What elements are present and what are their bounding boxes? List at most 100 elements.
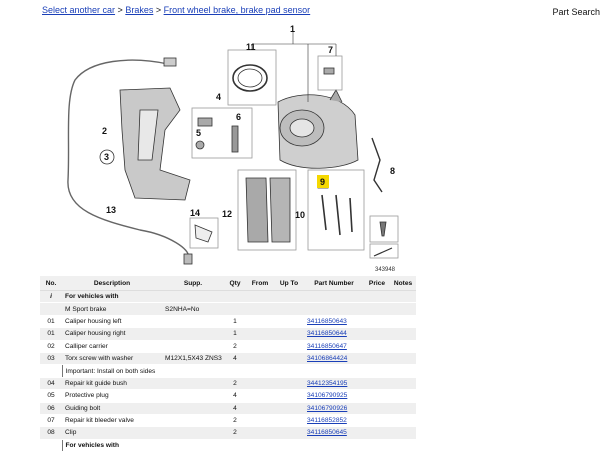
row-qty: 2 (224, 377, 246, 391)
seal-ring-shape (232, 64, 268, 92)
breadcrumb: Select another car > Brakes > Front whee… (42, 5, 310, 15)
callout-6[interactable]: 6 (236, 112, 241, 122)
guide-bush-shape (197, 117, 213, 127)
table-row: 04 Repair kit guide bush 2 34412354195 (40, 377, 416, 391)
sensor-connector (163, 57, 177, 67)
table-row: 03 Torx screw with washer M12X1,5X43 ZNS… (40, 352, 416, 366)
breadcrumb-separator: > (153, 5, 164, 15)
torx-screw-shape (379, 221, 387, 237)
group-supp: S2NHA=No (162, 302, 224, 316)
part-number-link[interactable]: 34116850643 (307, 317, 347, 325)
callout-5[interactable]: 5 (196, 128, 201, 138)
row-description: Torx screw with washer (62, 352, 162, 366)
breadcrumb-select-car-link[interactable]: Select another car (42, 5, 116, 15)
row-description: Guiding bolt (62, 402, 162, 415)
row-supp (162, 426, 224, 440)
brake-pad-left-shape (245, 177, 269, 243)
row-no: 07 (40, 414, 62, 428)
install-note: Important: Install on both sides (61, 364, 416, 378)
clip-spring-shape (371, 137, 383, 193)
col-header-price: Price (364, 276, 390, 291)
parts-diagram: 1 2 3 4 5 6 7 8 9 10 11 12 13 14 343948 (67, 24, 399, 273)
col-header-up-to: Up To (274, 276, 304, 291)
row-qty: 1 (224, 315, 246, 329)
table-row: 07 Repair kit bleeder valve 2 3411685285… (40, 414, 416, 428)
row-no: 05 (40, 389, 62, 403)
caliper-carrier-shape (119, 87, 191, 201)
col-header-notes: Notes (390, 276, 416, 291)
row-qty: 2 (224, 426, 246, 440)
row-supp (162, 377, 224, 391)
breadcrumb-brakes-link[interactable]: Brakes (125, 5, 154, 15)
bleeder-valve-shape (323, 67, 335, 75)
group-title: For vehicles with (62, 290, 162, 304)
row-supp (162, 402, 224, 415)
callout-13[interactable]: 13 (106, 205, 116, 215)
table-row: 06 Guiding bolt 4 34106790926 (40, 402, 416, 415)
part-number-link[interactable]: 34106864424 (307, 355, 348, 363)
row-description: Calliper carrier (62, 340, 162, 353)
row-supp: M12X1,5X43 ZNS3 (162, 352, 224, 366)
part-number-link[interactable]: 34106790926 (307, 404, 348, 412)
row-no: 01 (40, 315, 62, 329)
callout-7[interactable]: 7 (328, 45, 333, 55)
info-marker: i (40, 290, 62, 304)
row-qty: 4 (224, 352, 246, 366)
col-header-no: No. (40, 276, 62, 291)
row-qty: 4 (224, 402, 246, 415)
row-supp (162, 340, 224, 353)
table-row: 01 Caliper housing right 1 34116850644 (40, 327, 416, 341)
callout-2[interactable]: 2 (102, 126, 107, 136)
row-qty: 4 (224, 389, 246, 403)
row-description: Caliper housing left (62, 315, 162, 329)
diagram-reference-number: 343948 (375, 267, 396, 273)
table-header-row: No. Description Supp. Qty From Up To Par… (40, 276, 416, 291)
callout-1[interactable]: 1 (290, 24, 295, 34)
callout-10[interactable]: 10 (295, 210, 305, 220)
callout-3[interactable]: 3 (104, 152, 109, 162)
breadcrumb-separator: > (115, 5, 126, 15)
row-no: 02 (40, 340, 62, 353)
row-description: Repair kit bleeder valve (62, 414, 162, 428)
brake-pad-right-shape (269, 177, 291, 243)
part-number-link[interactable]: 34116850644 (307, 330, 347, 338)
row-no: 01 (40, 327, 62, 341)
col-header-qty: Qty (224, 276, 246, 291)
callout-4[interactable]: 4 (216, 92, 221, 102)
group-subtitle: M Sport brake (62, 302, 162, 316)
row-description: Caliper housing right (62, 327, 162, 341)
pad-sensor-shape (321, 194, 353, 236)
callout-11[interactable]: 11 (246, 42, 256, 52)
table-group-row: For vehicles with (40, 439, 416, 452)
col-header-description: Description (62, 276, 162, 291)
callout-14[interactable]: 14 (190, 208, 200, 218)
group-title: For vehicles with (61, 439, 162, 452)
protective-plug-shape (194, 224, 213, 243)
part-number-link[interactable]: 34116850645 (307, 429, 347, 437)
row-no: 08 (40, 426, 62, 440)
callout-9[interactable]: 9 (320, 177, 325, 187)
col-header-from: From (246, 276, 274, 291)
row-qty: 2 (224, 414, 246, 428)
col-header-supp: Supp. (162, 276, 224, 291)
table-row: 08 Clip 2 34116850645 (40, 426, 416, 440)
table-row: 02 Calliper carrier 2 34116850647 (40, 340, 416, 353)
part-search-link[interactable]: Part Search (552, 7, 600, 17)
table-group-row: M Sport brake S2NHA=No (40, 302, 416, 316)
part-number-link[interactable]: 34116850647 (307, 342, 347, 350)
table-note-row: Important: Install on both sides (40, 364, 416, 378)
parts-table: No. Description Supp. Qty From Up To Par… (40, 276, 416, 452)
row-qty: 1 (224, 327, 246, 341)
callout-8[interactable]: 8 (390, 166, 395, 176)
row-supp (162, 327, 224, 341)
row-description: Protective plug (62, 389, 162, 403)
table-row: 01 Caliper housing left 1 34116850643 (40, 315, 416, 329)
sensor-plug (183, 253, 193, 265)
part-number-link[interactable]: 34106790925 (307, 392, 348, 400)
row-supp (162, 389, 224, 403)
part-number-link[interactable]: 34116852852 (307, 417, 347, 425)
guiding-bolt-shape (231, 125, 239, 153)
part-number-link[interactable]: 34412354195 (307, 379, 348, 387)
breadcrumb-current-page-link[interactable]: Front wheel brake, brake pad sensor (163, 5, 311, 15)
callout-12[interactable]: 12 (222, 209, 232, 219)
